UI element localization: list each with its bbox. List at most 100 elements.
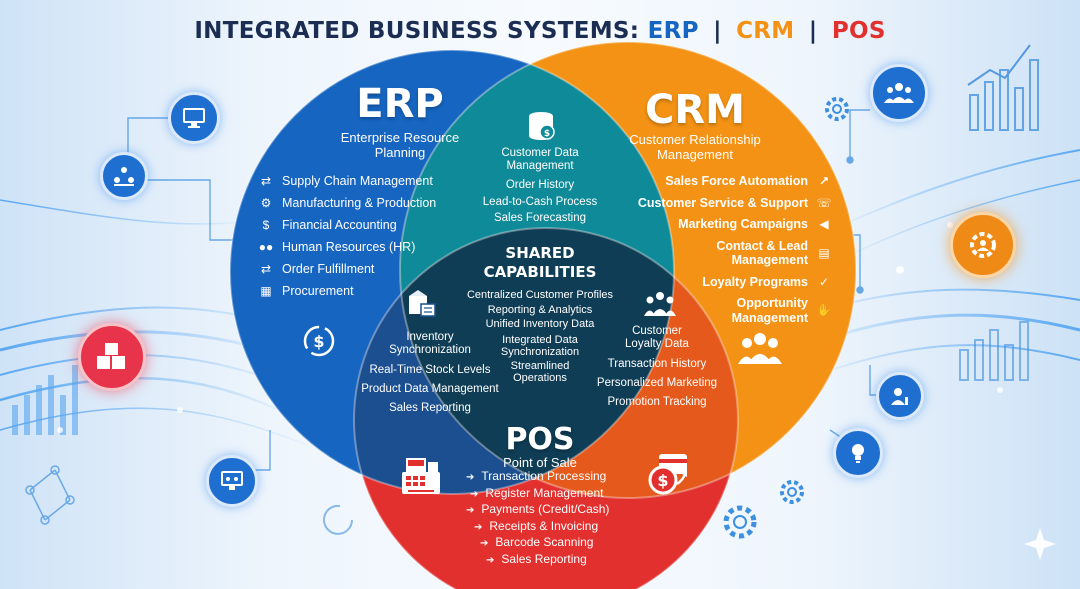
gear-icon xyxy=(718,500,762,549)
boxes-badge-icon xyxy=(78,323,146,391)
list-item: Streamlined xyxy=(510,359,570,372)
list-item: Marketing Campaigns◀ xyxy=(600,217,832,232)
building-icon: ▦ xyxy=(260,284,272,298)
person-chart-badge-icon xyxy=(876,372,924,420)
list-item: ●● Human Resources (HR) xyxy=(258,236,436,258)
list-item: ▦ Procurement xyxy=(258,280,436,302)
presentation-badge-icon xyxy=(206,455,258,507)
svg-text:$: $ xyxy=(313,332,324,351)
crm-subtitle-line2: Management xyxy=(657,147,733,162)
list-item-label-line2: Management xyxy=(731,310,808,325)
list-item-label: Financial Accounting xyxy=(282,218,397,232)
list-item: ➔ Transaction Processing xyxy=(466,469,609,486)
list-item: Unified Inventory Data xyxy=(485,318,595,330)
erp-crm-list: Customer Data Management Order History L… xyxy=(470,147,610,227)
list-item-label: Procurement xyxy=(282,284,354,298)
shared-center-overlap xyxy=(400,228,674,494)
list-item-label: Payments (Credit/Cash) xyxy=(481,502,610,517)
title-pos: POS xyxy=(831,18,886,44)
cash-register-icon xyxy=(398,452,444,503)
list-item: ➔Register Management xyxy=(466,486,609,503)
list-item: Promotion Tracking xyxy=(607,396,707,408)
list-item: ⇄Supply Chain Management xyxy=(258,170,436,192)
arrow-right-icon: ➔ xyxy=(486,554,495,566)
shared-capabilities: SHARED CAPABILITIES Centralized Customer… xyxy=(455,244,625,384)
arrow-right-icon: ➔ xyxy=(474,521,483,533)
people-icon: ●● xyxy=(258,240,274,254)
gear-person-badge-icon xyxy=(950,212,1016,278)
title-erp: ERP xyxy=(647,18,699,44)
erp-crm-heading-line2: Management xyxy=(506,160,574,172)
right-lower-bar-chart-icon xyxy=(959,321,1029,381)
svg-text:$: $ xyxy=(657,471,668,490)
crm-subtitle: Customer Relationship Management xyxy=(595,132,795,162)
list-item: Centralized Customer Profiles xyxy=(466,289,614,301)
list-item: ➔ Payments (Credit/Cash) xyxy=(466,502,609,519)
list-item-label: Customer Service & Support xyxy=(637,195,808,210)
list-item-label: Receipts & Invoicing xyxy=(489,518,599,533)
pos-heading: POS xyxy=(505,422,575,457)
thumbs-up-icon: ✓ xyxy=(818,274,830,289)
arc-decoration xyxy=(323,504,353,535)
list-item: Sales Reporting xyxy=(389,402,471,414)
list-item-label: Sales Force Automation xyxy=(665,174,808,188)
list-item: ⇄Order Fulfillment xyxy=(258,258,436,280)
list-item: Sales Force Automation ↗ xyxy=(600,174,832,189)
list-item: Lead-to-Cash Process xyxy=(482,195,598,208)
erp-pos-heading-line1: Inventory xyxy=(406,331,454,343)
arrow-right-icon: ➔ xyxy=(480,538,489,550)
erp-subtitle-line2: Planning xyxy=(374,145,426,160)
crm-pos-list: Customer Loyalty Data Transaction Histor… xyxy=(582,325,732,412)
list-item: Personalized Marketing xyxy=(596,377,718,389)
erp-feature-list: ⇄Supply Chain Management ⚙Manufacturing … xyxy=(258,170,437,302)
gear-icon xyxy=(820,92,854,131)
list-item: Integrated Data xyxy=(502,333,578,346)
list-item-label: Loyalty Programs xyxy=(702,274,808,289)
list-item: ➔ Receipts & Invoicing xyxy=(466,519,609,536)
erp-heading: ERP xyxy=(356,81,444,127)
arrow-right-icon: ➔ xyxy=(466,505,475,517)
list-item-label-line2: Management xyxy=(731,253,808,267)
list-item: Reporting & Analytics xyxy=(487,303,593,316)
erp-pos-heading-line2: Synchronization xyxy=(389,344,471,356)
crm-pos-heading-line1: Customer xyxy=(632,325,682,337)
left-bar-chart-icon xyxy=(12,365,78,435)
crm-heading: CRM xyxy=(645,87,745,133)
list-item-label: Order Fulfillment xyxy=(282,262,375,276)
crm-pos-heading-line2: Loyalty Data xyxy=(625,338,689,350)
customers-group-icon xyxy=(738,330,782,371)
contact-card-icon: ▤ xyxy=(818,245,830,260)
team-badge-icon xyxy=(870,64,928,122)
gear-icon xyxy=(775,475,809,514)
list-item-label: Contact & Lead xyxy=(716,238,808,253)
crm-feature-list: Sales Force Automation ↗ Customer Service… xyxy=(600,174,832,325)
crm-subtitle-line1: Customer Relationship xyxy=(629,132,761,147)
monitor-badge-icon xyxy=(168,92,220,144)
list-item-label: Transaction Processing xyxy=(481,469,607,483)
sparkle-icon xyxy=(1024,528,1056,560)
erp-crm-heading-line1: Customer Data xyxy=(501,147,579,159)
list-item-label: Supply Chain Management xyxy=(282,174,433,188)
list-item: ⚙Manufacturing & Production xyxy=(258,192,437,214)
inventory-box-icon xyxy=(406,288,438,325)
molecule-icon xyxy=(25,465,75,525)
people-network-badge-icon xyxy=(100,152,148,200)
shared-heading-line1: SHARED xyxy=(505,244,575,262)
title-crm: CRM xyxy=(736,18,795,44)
erp-subtitle-line1: Enterprise Resource xyxy=(340,130,460,145)
list-item-label: Human Resources (HR) xyxy=(282,240,416,254)
erp-subtitle: Enterprise Resource Planning xyxy=(305,130,495,160)
lightbulb-badge-icon xyxy=(833,428,883,478)
handshake-icon: ✋ xyxy=(816,303,832,318)
list-item: Product Data Management xyxy=(361,383,499,395)
title-separator: | xyxy=(713,18,722,44)
list-item: Transaction History xyxy=(607,358,707,370)
trend-arrow-icon: ↗ xyxy=(818,174,830,188)
list-item: Customer Service & Support☏ xyxy=(600,196,832,211)
arrow-right-icon: ➔ xyxy=(466,472,475,483)
shared-heading-line2: CAPABILITIES xyxy=(483,263,597,281)
erp-pos-list: Inventory Synchronization Real-Time Stoc… xyxy=(350,331,510,418)
title-prefix: INTEGRATED BUSINESS SYSTEMS: xyxy=(194,18,640,44)
